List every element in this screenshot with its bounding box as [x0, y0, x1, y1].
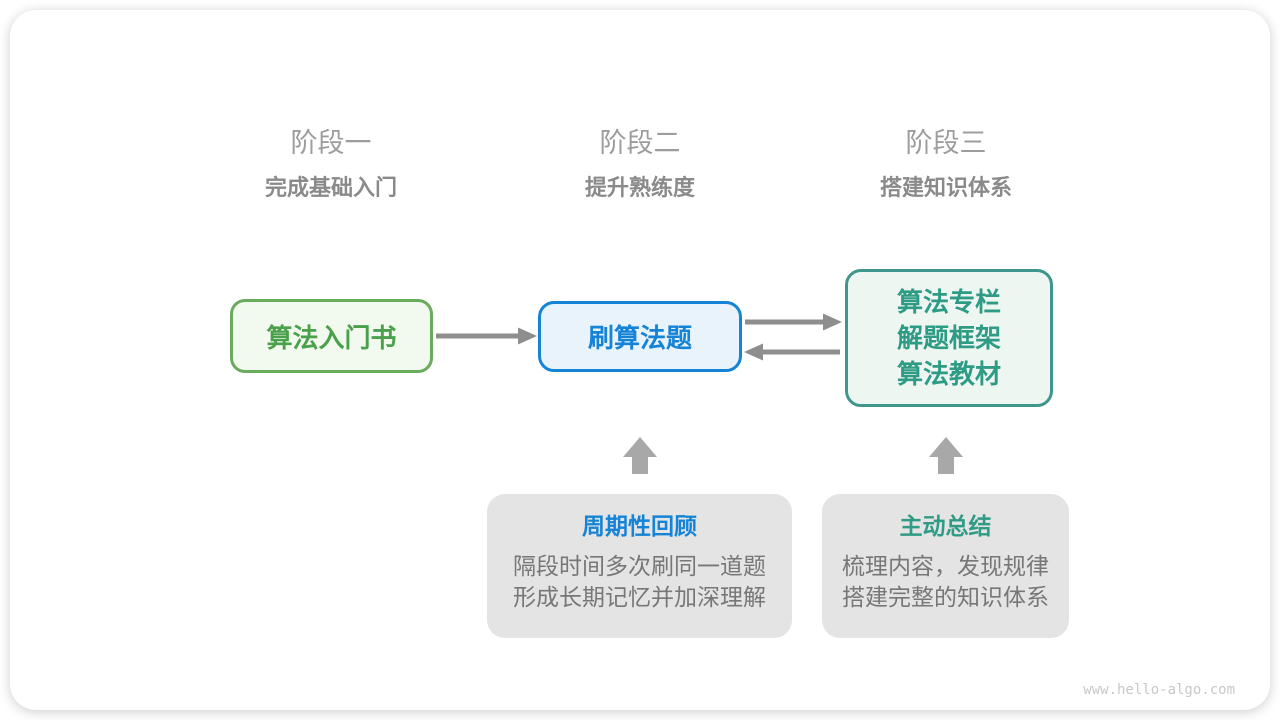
- stage-header-2: 阶段二 提升熟练度: [480, 128, 800, 201]
- stage-1-subtitle: 完成基础入门: [264, 175, 397, 200]
- note-active-summary-body: 梳理内容，发现规律 搭建完整的知识体系: [822, 551, 1069, 613]
- flow-node-advanced-line-1: 算法专栏: [896, 287, 1001, 317]
- note-periodic-review: 周期性回顾 隔段时间多次刷同一道题 形成长期记忆并加深理解: [487, 494, 792, 638]
- stage-header-3: 阶段三 搭建知识体系: [786, 128, 1106, 201]
- stage-2-label: 阶段二: [599, 128, 681, 158]
- note-active-summary-line-2: 搭建完整的知识体系: [842, 584, 1049, 610]
- stage-3-subtitle: 搭建知识体系: [879, 175, 1012, 200]
- stage-1-label: 阶段一: [290, 128, 372, 158]
- note-active-summary-line-1: 梳理内容，发现规律: [842, 553, 1049, 579]
- stage-2-subtitle: 提升熟练度: [584, 175, 695, 200]
- watermark: www.hello-algo.com: [1083, 682, 1235, 698]
- note-active-summary: 主动总结 梳理内容，发现规律 搭建完整的知识体系: [822, 494, 1069, 638]
- flow-node-practice-label: 刷算法题: [587, 323, 692, 353]
- flow-node-intro-book-label: 算法入门书: [266, 322, 397, 353]
- stage-3-label: 阶段三: [905, 128, 987, 158]
- flow-node-advanced-line-3: 算法教材: [896, 359, 1001, 389]
- flow-node-practice: 刷算法题: [538, 301, 742, 372]
- flow-node-intro-book: 算法入门书: [230, 299, 433, 373]
- note-periodic-review-title: 周期性回顾: [582, 513, 697, 539]
- note-active-summary-title: 主动总结: [899, 513, 992, 539]
- flow-node-advanced: 算法专栏 解题框架 算法教材: [845, 269, 1053, 407]
- stage-header-1: 阶段一 完成基础入门: [171, 128, 491, 201]
- note-periodic-review-body: 隔段时间多次刷同一道题 形成长期记忆并加深理解: [487, 551, 792, 613]
- note-periodic-review-line-1: 隔段时间多次刷同一道题: [513, 553, 766, 579]
- flow-node-advanced-line-2: 解题框架: [896, 323, 1001, 353]
- note-periodic-review-line-2: 形成长期记忆并加深理解: [513, 584, 766, 610]
